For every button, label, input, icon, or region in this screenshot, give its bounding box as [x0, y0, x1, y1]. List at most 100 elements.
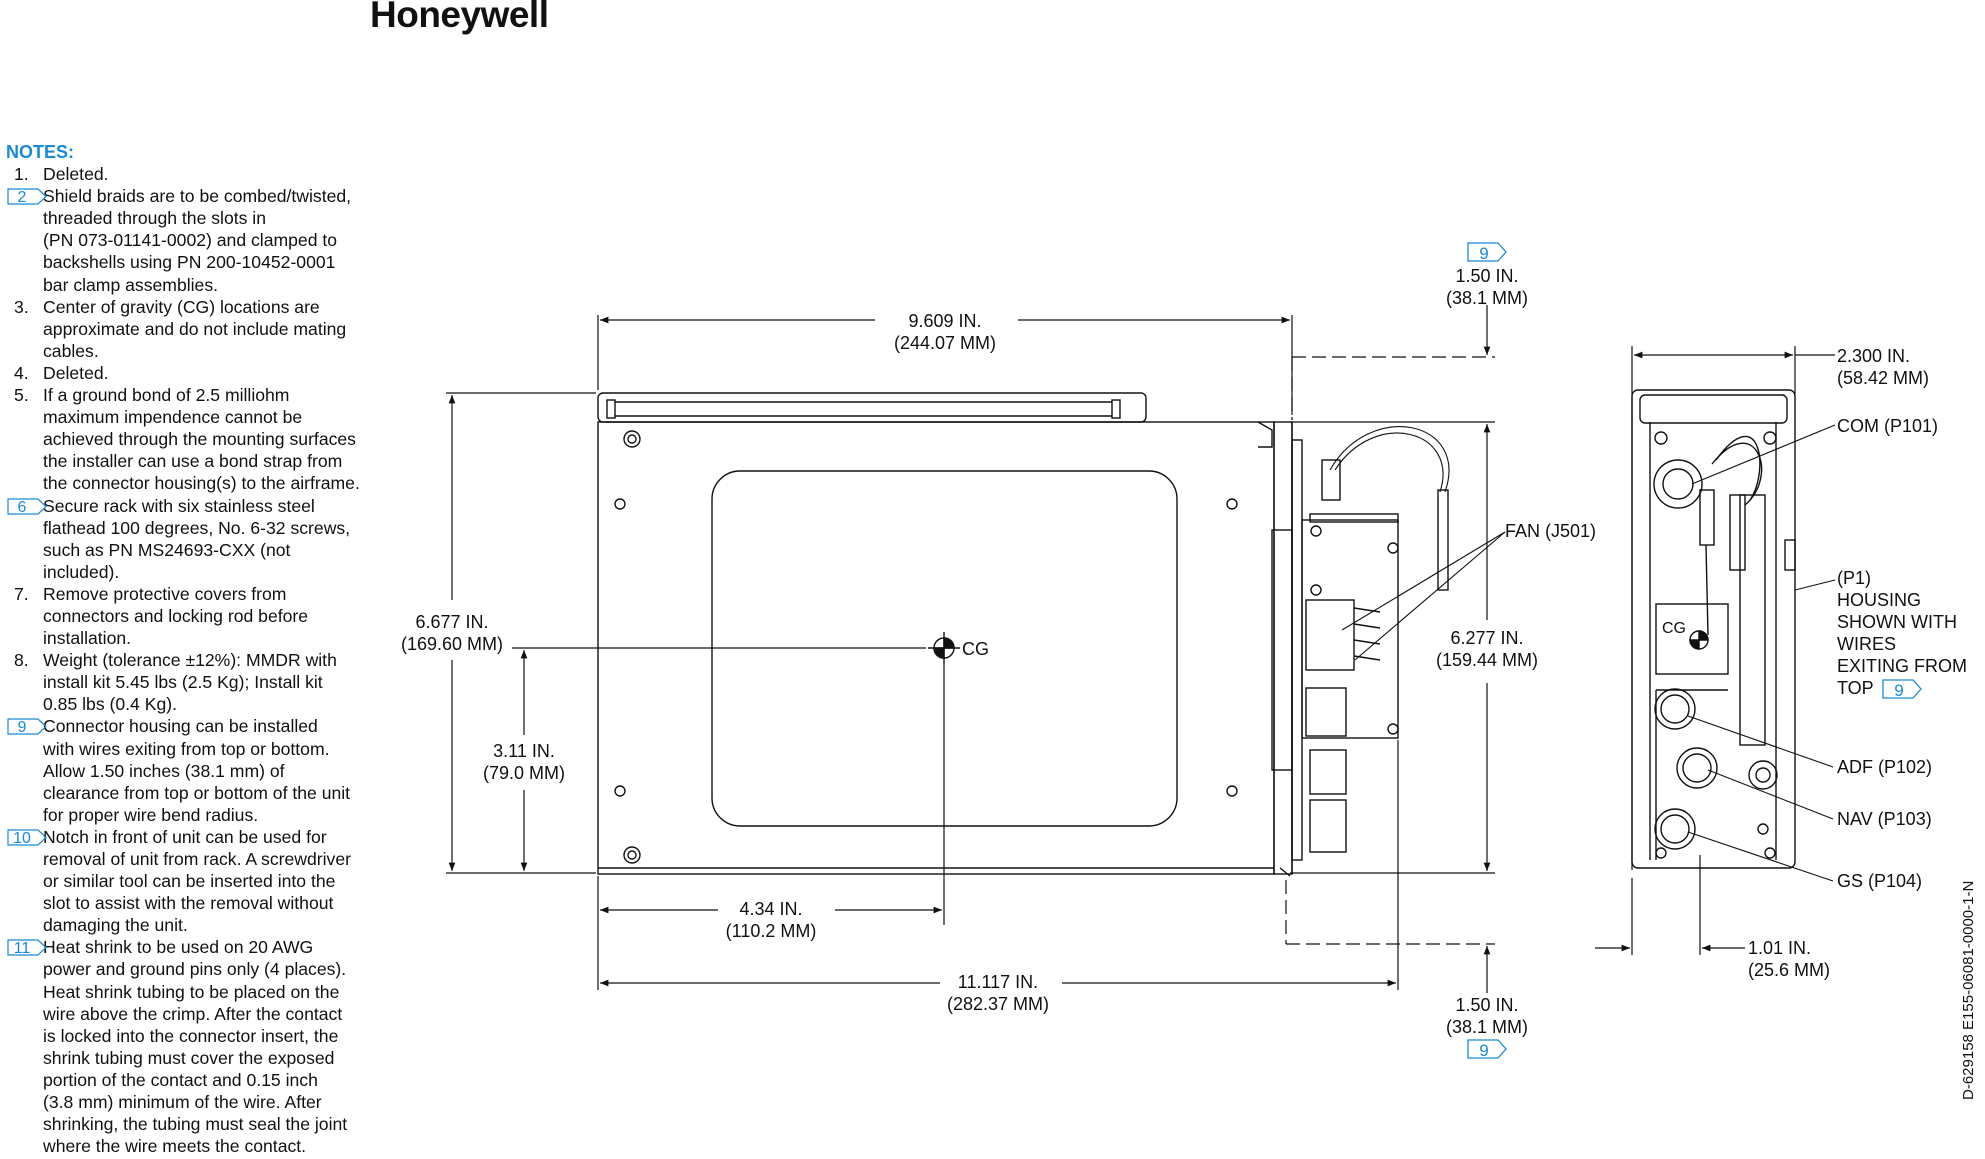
width-value: 2.300 IN.: [1837, 346, 1910, 366]
handle-bar: [597, 392, 1147, 423]
p1-label-2: HOUSING: [1837, 590, 1921, 610]
dimension-lines: [446, 305, 1835, 993]
connector-housing: [1301, 519, 1399, 739]
note-line: (PN 073-01141-0002) and clamped to: [43, 230, 338, 251]
p1-label-3: SHOWN WITH: [1837, 612, 1957, 632]
com-label: COM (P101): [1837, 416, 1938, 436]
note-number: 1.: [14, 164, 29, 185]
note-line: bar clamp assemblies.: [43, 274, 219, 295]
cg-length-metric: (110.2 MM): [726, 921, 817, 941]
honeywell-logo: Honeywell: [370, 0, 549, 35]
note-line: (3.8 mm) minimum of the wire. After: [43, 1092, 322, 1113]
nav-label: NAV (P103): [1837, 809, 1932, 829]
note-line: power and ground pins only (4 places).: [43, 959, 347, 980]
side-view: [597, 392, 1450, 877]
length-top-value: 9.609 IN.: [908, 311, 981, 331]
fan-label: FAN (J501): [1505, 521, 1596, 541]
cg-label: CG: [962, 639, 989, 659]
cg-width-value: 1.01 IN.: [1748, 938, 1811, 958]
note-line: connectors and locking rod before: [43, 605, 309, 626]
note-item: 4. Deleted.: [6, 362, 406, 384]
com-connector: [1653, 459, 1703, 509]
note-line: Remove protective covers from: [43, 583, 287, 604]
note-number: 3.: [14, 296, 29, 317]
gs-connector: [1654, 808, 1696, 850]
note-line: clearance from top or bottom of the unit: [43, 782, 351, 803]
flag-p1-label: 9: [1894, 681, 1903, 700]
note-line: for proper wire bend radius.: [43, 804, 259, 825]
note-line: If a ground bond of 2.5 milliohm: [43, 385, 290, 406]
flag-top-label: 9: [1479, 244, 1488, 263]
end-view-leaders: [1687, 424, 1836, 882]
end-view-body: [1631, 389, 1796, 869]
note-flag-bottom: [1467, 1039, 1507, 1059]
note-number: 6: [17, 498, 27, 516]
note-line: Secure rack with six stainless steel: [43, 495, 315, 516]
cg-height-metric: (79.0 MM): [483, 763, 565, 783]
note-line: Heat shrink to be used on 20 AWG: [43, 937, 314, 958]
conn-height-metric: (159.44 MM): [1436, 650, 1538, 670]
height-total-metric: (169.60 MM): [401, 634, 503, 654]
clear-top-value: 1.50 IN.: [1455, 266, 1518, 286]
cg-width-metric: (25.6 MM): [1748, 960, 1830, 980]
note-item: 1.Deleted.: [6, 163, 406, 185]
height-total-value: 6.677 IN.: [415, 612, 488, 632]
note-line: backshells using PN 200-10452-0001: [43, 252, 336, 273]
length-total-metric: (282.37 MM): [947, 994, 1049, 1014]
end-view: [1631, 389, 1796, 869]
nav-connector: [1676, 747, 1718, 789]
note-flag-icon: 6: [7, 497, 47, 516]
cg-symbol: [928, 632, 960, 664]
note-line: with wires exiting from top or bottom.: [43, 738, 330, 759]
note-line: Center of gravity (CG) locations are: [43, 296, 320, 317]
note-line: is locked into the connector insert, the: [43, 1025, 339, 1046]
note-line: shrink tubing must cover the exposed: [43, 1047, 335, 1068]
note-line: the installer can use a bond strap from: [43, 451, 343, 472]
p1-housing: [1655, 603, 1729, 675]
note-number: 4.: [14, 362, 29, 383]
note-flag-p1: [1882, 679, 1922, 699]
note-line: where the wire meets the contact.: [43, 1136, 307, 1157]
note-flag-icon: 11: [7, 939, 47, 957]
note-number: 7.: [14, 583, 29, 604]
screw: [623, 430, 641, 448]
screw: [1226, 785, 1238, 797]
length-total-value: 11.117 IN.: [958, 972, 1038, 992]
note-flag-top: [1467, 242, 1507, 262]
note-line: maximum impendence cannot be: [43, 407, 303, 428]
conn-height-value: 6.277 IN.: [1450, 628, 1523, 648]
note-line: cables.: [43, 340, 99, 361]
note-line: Deleted.: [43, 362, 109, 383]
note-line: Allow 1.50 inches (38.1 mm) of: [43, 760, 285, 781]
fan-leader: [1341, 531, 1506, 661]
screw: [1226, 498, 1238, 510]
end-cg-label: CG: [1662, 620, 1686, 637]
adf-connector: [1654, 688, 1696, 730]
note-number: 8.: [14, 650, 29, 671]
end-cg-symbol: [1689, 630, 1709, 650]
flag-bottom-label: 9: [1479, 1041, 1488, 1060]
p1-label-6: TOP: [1837, 678, 1874, 698]
rear-flange: [1273, 421, 1293, 875]
note-line: removal of unit from rack. A screwdriver: [43, 849, 351, 869]
note-line: flathead 100 degrees, No. 6-32 screws,: [43, 517, 351, 538]
note-line: achieved through the mounting surfaces: [43, 429, 356, 450]
note-number: 2: [17, 189, 27, 207]
clear-top-metric: (38.1 MM): [1446, 288, 1528, 308]
cg-length-value: 4.34 IN.: [739, 899, 802, 919]
note-line: included).: [43, 561, 120, 582]
end-handle: [1639, 394, 1788, 424]
length-top-metric: (244.07 MM): [894, 333, 996, 353]
fan-connector: [1305, 599, 1355, 671]
cg-height-value: 3.11 IN.: [493, 741, 555, 761]
note-line: Heat shrink tubing to be placed on the: [43, 981, 340, 1002]
